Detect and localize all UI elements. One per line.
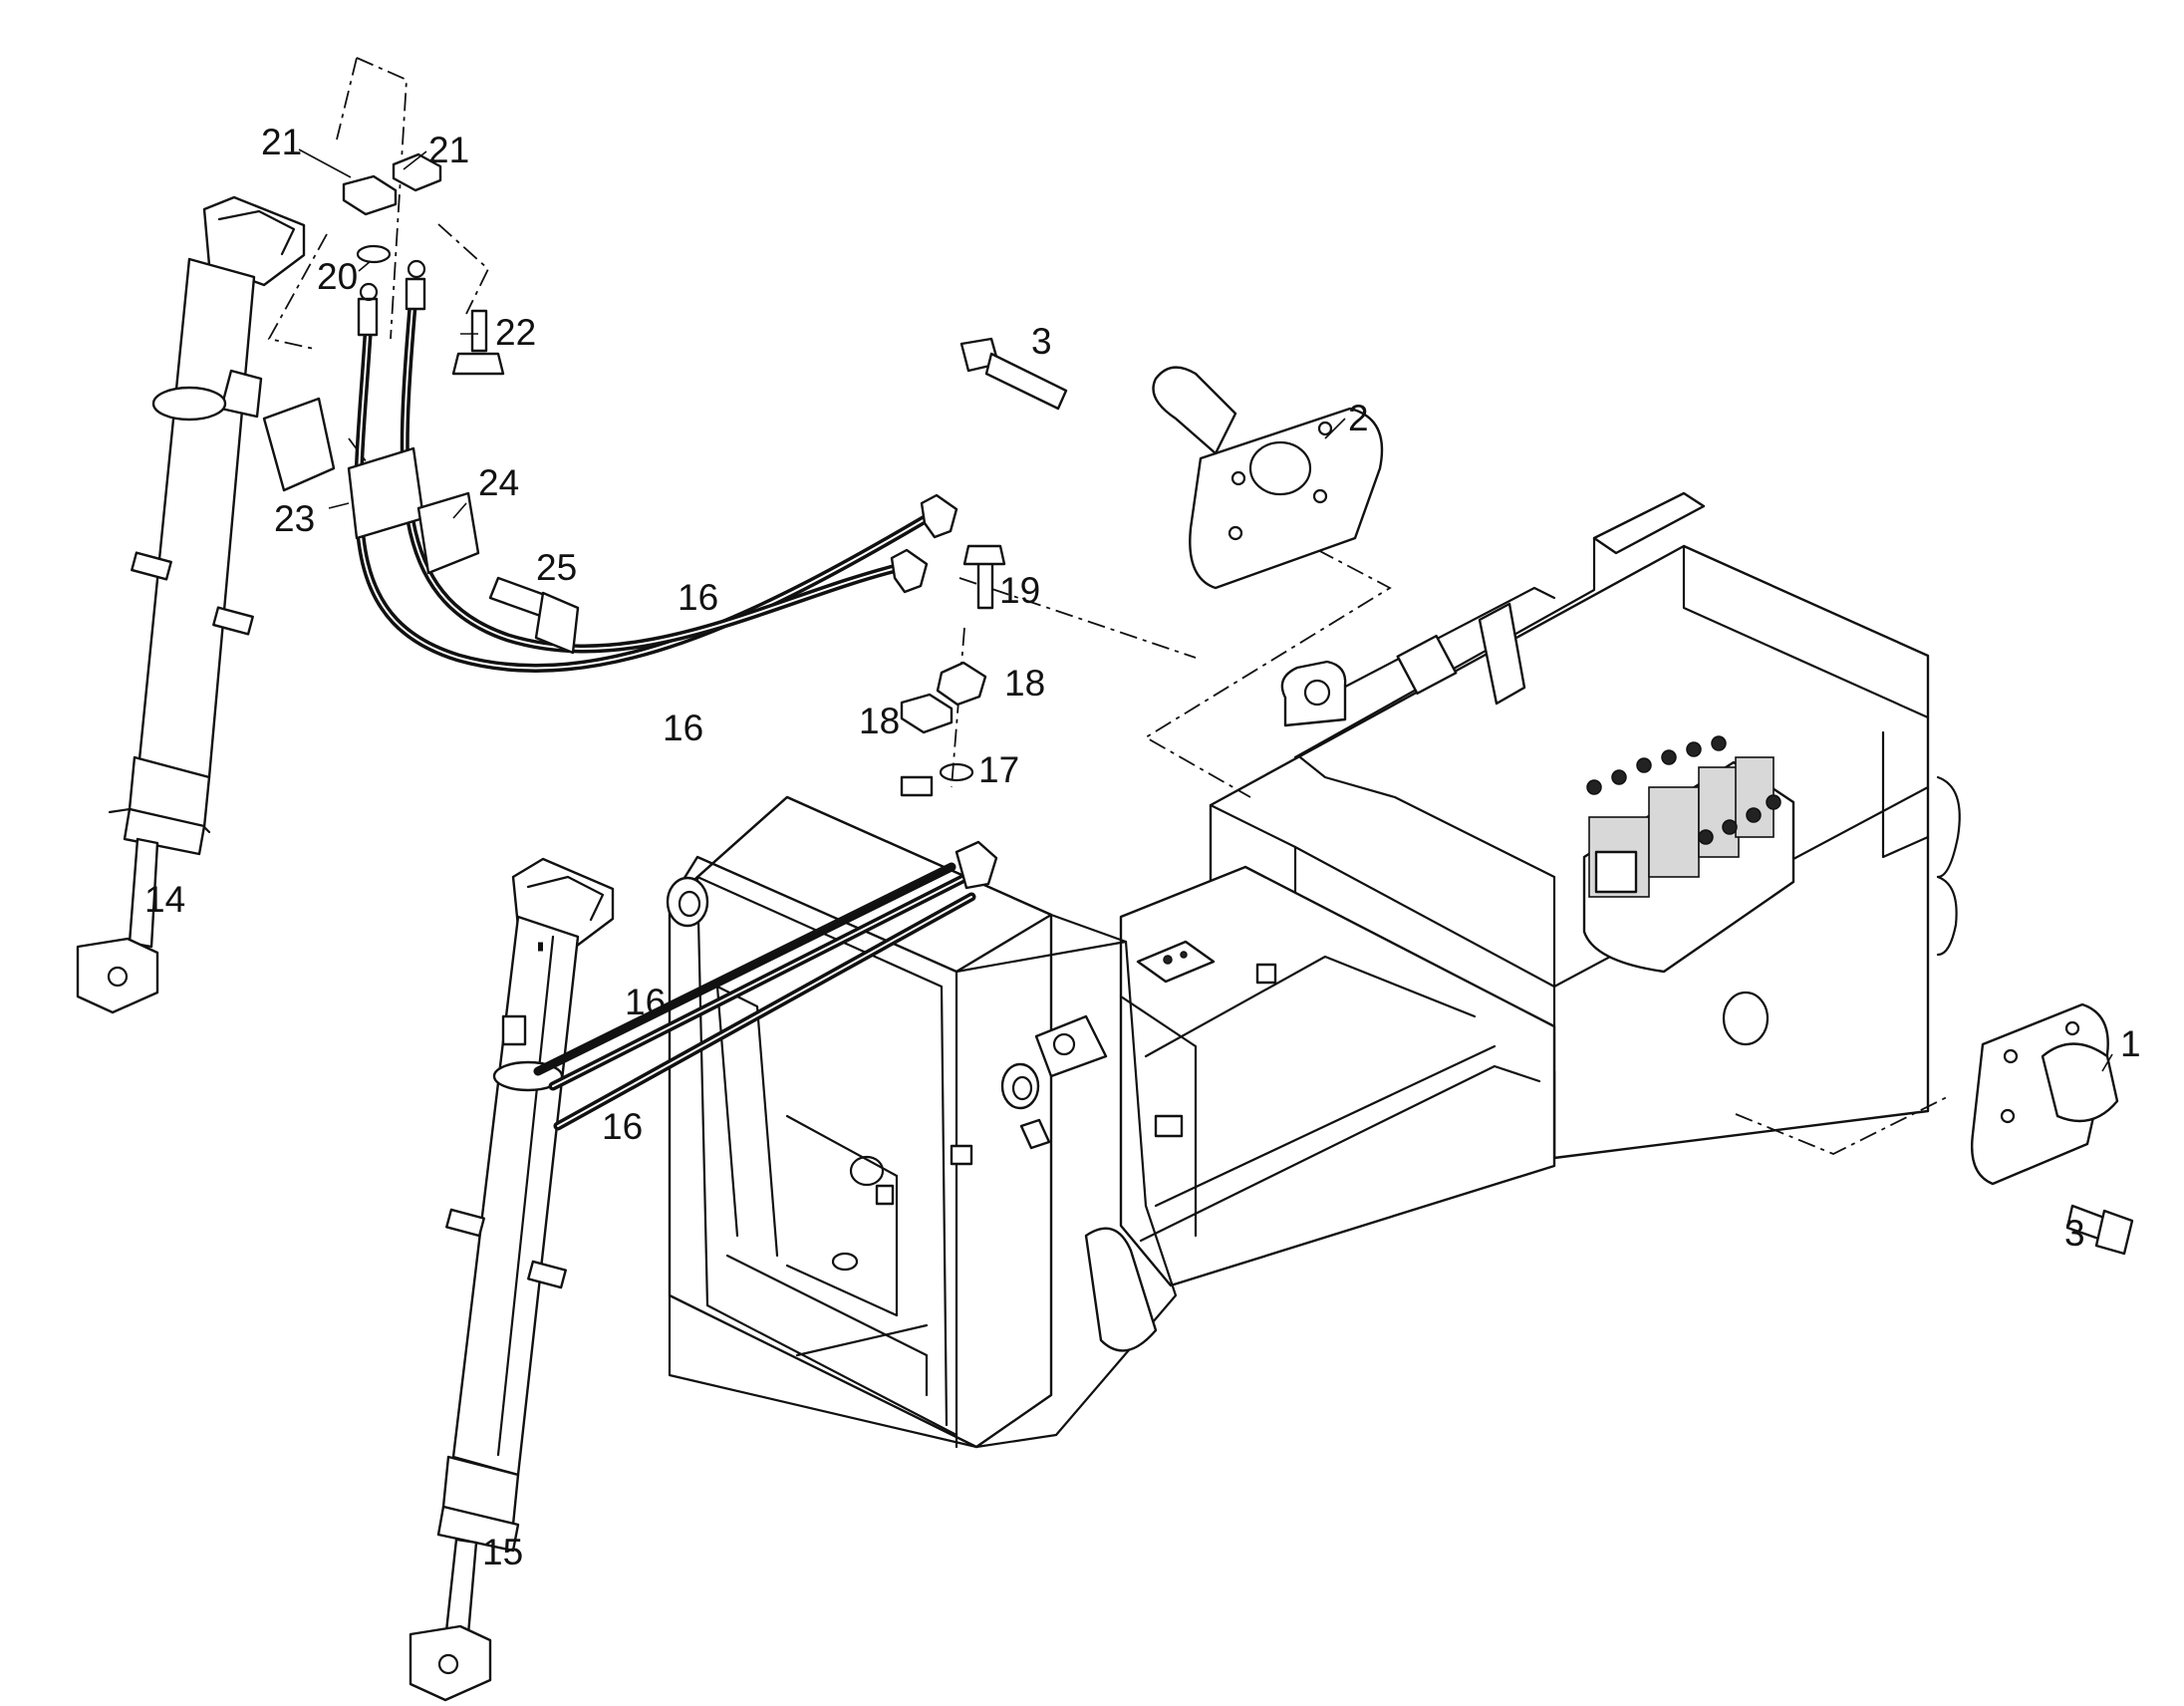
callout-14: 14 bbox=[144, 879, 185, 920]
callout-3-bottom: 3 bbox=[2064, 1213, 2085, 1254]
callout-labels: 1 2 3 3 14 15 16 16 16 16 17 18 18 19 20… bbox=[144, 122, 2141, 1572]
callout-16-upper-b: 16 bbox=[663, 708, 703, 748]
callout-19: 19 bbox=[999, 570, 1040, 611]
callout-24: 24 bbox=[478, 462, 519, 503]
small-parts bbox=[262, 152, 2134, 1256]
control-valve-block bbox=[1582, 735, 1795, 974]
callout-18-right: 18 bbox=[1004, 663, 1045, 704]
callout-17: 17 bbox=[978, 749, 1019, 790]
callout-3-top: 3 bbox=[1031, 321, 1052, 362]
callout-18-left: 18 bbox=[859, 701, 900, 741]
callout-16-upper-a: 16 bbox=[678, 577, 718, 618]
callout-16-lower-b: 16 bbox=[602, 1106, 643, 1147]
leader-lines bbox=[298, 148, 2113, 1072]
callout-2: 2 bbox=[1348, 398, 1369, 438]
lift-cylinder-15 bbox=[409, 857, 615, 1702]
callout-21-left: 21 bbox=[261, 122, 302, 162]
callout-20: 20 bbox=[317, 256, 358, 297]
main-frame bbox=[666, 491, 1961, 1449]
hydraulic-hoses-16 bbox=[354, 259, 998, 1131]
callout-22: 22 bbox=[495, 312, 536, 353]
lift-cylinder-14 bbox=[76, 195, 306, 1014]
callout-21-right: 21 bbox=[428, 130, 469, 170]
callout-23: 23 bbox=[274, 498, 315, 539]
callout-15: 15 bbox=[482, 1532, 523, 1572]
callout-25: 25 bbox=[536, 547, 577, 588]
callout-16-lower-a: 16 bbox=[625, 982, 666, 1022]
callout-1: 1 bbox=[2120, 1023, 2141, 1064]
